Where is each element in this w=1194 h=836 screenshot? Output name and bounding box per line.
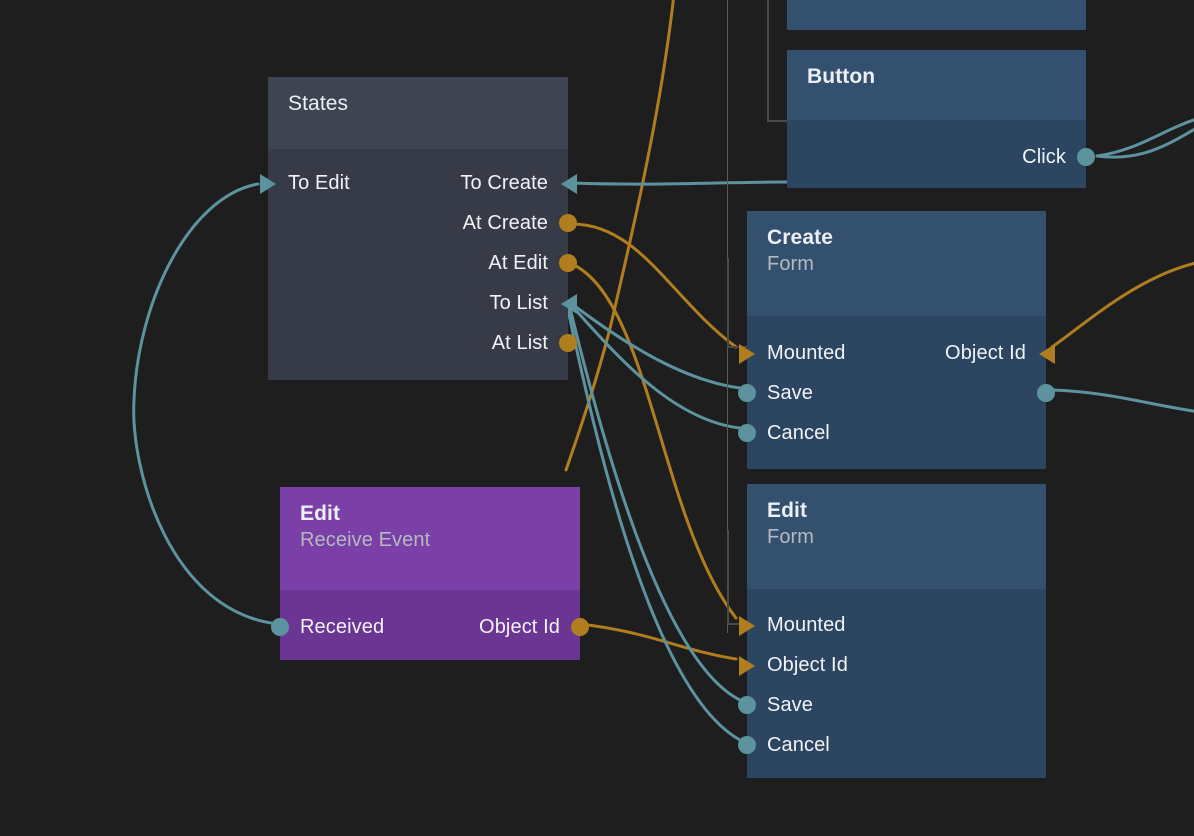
node-create-form-subtitle: Form bbox=[767, 252, 815, 275]
port-label-edit-save: Save bbox=[767, 694, 813, 716]
group-bracket-top bbox=[767, 0, 789, 122]
node-states-header: States bbox=[268, 77, 568, 149]
node-clipped-top[interactable] bbox=[787, 0, 1086, 30]
node-states-body: To Edit To Create At Create bbox=[260, 149, 577, 385]
port-at-list-dot[interactable] bbox=[559, 334, 577, 352]
port-row-states-toedit-tocreate[interactable]: To Edit To Create bbox=[260, 163, 577, 203]
port-at-create-dot[interactable] bbox=[559, 214, 577, 232]
port-create-cancel-dot[interactable] bbox=[738, 424, 756, 442]
node-edit-receive-event[interactable]: Edit Receive Event Received Object Id bbox=[271, 487, 589, 660]
port-label-edit-mounted: Mounted bbox=[767, 614, 846, 636]
port-label-edit-cancel: Cancel bbox=[767, 734, 830, 756]
node-edit-receive-event-subtitle: Receive Event bbox=[300, 528, 431, 551]
port-label-create-save: Save bbox=[767, 382, 813, 404]
port-edit-save-dot[interactable] bbox=[738, 696, 756, 714]
port-click-dot[interactable] bbox=[1077, 148, 1095, 166]
port-label-receive-objectid: Object Id bbox=[479, 616, 560, 638]
port-receive-objectid-dot[interactable] bbox=[571, 618, 589, 636]
node-create-form-title: Create bbox=[767, 226, 833, 249]
port-label-at-list: At List bbox=[491, 332, 548, 354]
node-edit-receive-event-title: Edit bbox=[300, 502, 341, 525]
group-bracket-edit bbox=[727, 530, 749, 625]
port-edit-mounted-arrow[interactable] bbox=[738, 616, 756, 636]
port-create-objectid-arrow[interactable] bbox=[1038, 344, 1056, 364]
port-to-list-arrow[interactable] bbox=[560, 294, 578, 314]
node-button[interactable]: Button Click bbox=[787, 50, 1095, 188]
node-states[interactable]: States To Edit To Create At Create bbox=[260, 77, 577, 380]
node-button-title: Button bbox=[807, 65, 876, 88]
node-button-header: Button bbox=[787, 50, 1086, 120]
port-row-create-save[interactable]: Save bbox=[738, 373, 1055, 413]
port-row-edit-save[interactable]: Save bbox=[738, 685, 1046, 725]
port-label-click: Click bbox=[1022, 146, 1066, 168]
port-label-edit-objectid: Object Id bbox=[767, 654, 848, 676]
port-at-edit-dot[interactable] bbox=[559, 254, 577, 272]
port-row-button-click[interactable]: Click bbox=[787, 137, 1095, 177]
node-edit-receive-event-header: Edit Receive Event bbox=[280, 487, 580, 590]
port-row-create-mounted-objectid[interactable]: Mounted Object Id bbox=[739, 333, 1055, 373]
node-edit-form-header: Edit Form bbox=[747, 484, 1046, 589]
port-row-received-objectid[interactable]: Received Object Id bbox=[271, 607, 589, 647]
node-button-body: Click bbox=[787, 120, 1095, 177]
port-label-create-objectid: Object Id bbox=[945, 342, 1026, 364]
node-edit-receive-event-body: Received Object Id bbox=[271, 590, 589, 669]
port-label-create-cancel: Cancel bbox=[767, 422, 830, 444]
port-row-states-atcreate[interactable]: At Create bbox=[268, 203, 577, 243]
node-edit-form-body: Mounted Object Id Save bbox=[738, 589, 1046, 787]
port-label-at-edit: At Edit bbox=[488, 252, 548, 274]
port-edit-cancel-dot[interactable] bbox=[738, 736, 756, 754]
port-label-to-edit: To Edit bbox=[288, 172, 350, 194]
port-label-at-create: At Create bbox=[462, 212, 548, 234]
port-create-mounted-arrow[interactable] bbox=[738, 344, 756, 364]
port-create-save-dot[interactable] bbox=[738, 384, 756, 402]
node-edit-form-subtitle: Form bbox=[767, 525, 815, 548]
node-edit-form-title: Edit bbox=[767, 499, 808, 522]
port-received-dot[interactable] bbox=[271, 618, 289, 636]
node-edit-form[interactable]: Edit Form Mounted Object Id Sa bbox=[738, 484, 1046, 778]
port-row-states-tolist[interactable]: To List bbox=[268, 283, 577, 323]
node-create-form-body: Mounted Object Id Save bbox=[738, 316, 1055, 475]
port-row-edit-cancel[interactable]: Cancel bbox=[738, 725, 1046, 765]
port-label-create-mounted: Mounted bbox=[767, 342, 846, 364]
port-label-to-list: To List bbox=[489, 292, 548, 314]
port-row-edit-objectid[interactable]: Object Id bbox=[739, 645, 1046, 685]
port-label-received: Received bbox=[300, 616, 385, 638]
port-row-edit-mounted[interactable]: Mounted bbox=[739, 605, 1046, 645]
port-row-states-atedit[interactable]: At Edit bbox=[268, 243, 577, 283]
port-edit-objectid-arrow[interactable] bbox=[738, 656, 756, 676]
node-states-title: States bbox=[288, 92, 349, 115]
port-to-create-arrow[interactable] bbox=[560, 174, 578, 194]
port-row-create-cancel[interactable]: Cancel bbox=[738, 413, 1046, 453]
group-bracket-create bbox=[727, 258, 749, 348]
port-to-edit-arrow[interactable] bbox=[259, 174, 277, 194]
port-label-to-create: To Create bbox=[460, 172, 548, 194]
node-create-form[interactable]: Create Form Mounted Object Id Save bbox=[738, 211, 1055, 469]
port-create-right-dot[interactable] bbox=[1037, 384, 1055, 402]
node-create-form-header: Create Form bbox=[747, 211, 1046, 316]
port-row-states-atlist[interactable]: At List bbox=[268, 323, 577, 363]
